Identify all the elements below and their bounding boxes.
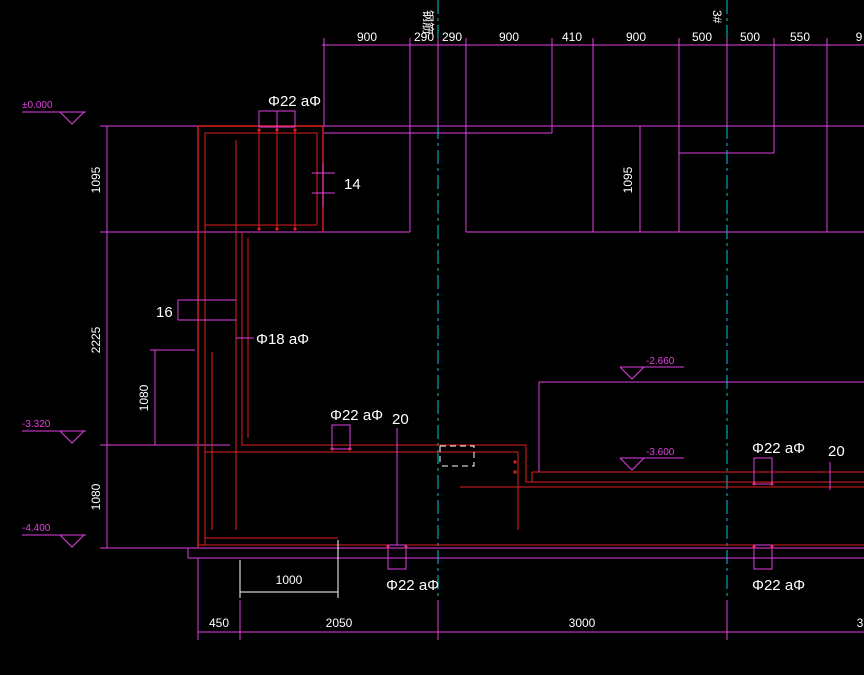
bottom-dim-3: 3000 <box>569 616 596 630</box>
rebar-label-wall: Φ18 aΦ <box>256 331 309 348</box>
count-label-20b: 20 <box>828 443 845 460</box>
mid-dim-1095: 1095 <box>621 166 635 193</box>
rebar-label-right: Φ22 aΦ <box>752 440 805 457</box>
count-label-14: 14 <box>344 176 361 193</box>
top-dim-8: 500 <box>740 30 760 44</box>
axis-lines <box>437 0 728 640</box>
construction-box <box>439 445 475 467</box>
top-dim-5: 410 <box>562 30 582 44</box>
top-dim-6: 900 <box>626 30 646 44</box>
top-dim-3: 290 <box>442 30 462 44</box>
top-dim-4: 900 <box>499 30 519 44</box>
top-dim-9: 550 <box>790 30 810 44</box>
top-dim-1: 900 <box>357 30 377 44</box>
bottom-dim-1: 450 <box>209 616 229 630</box>
rebar-label-top: Φ22 aΦ <box>268 93 321 110</box>
top-dimension-chain <box>322 38 864 126</box>
left-dim-2: 2225 <box>89 326 103 353</box>
bottom-dimension-chain <box>197 558 864 640</box>
level-markers <box>22 111 684 548</box>
lap-length-label: 1000 <box>276 573 303 587</box>
level-3320: -3.320 <box>22 419 51 430</box>
count-label-20a: 20 <box>392 411 409 428</box>
left-dim-3: 1080 <box>89 483 103 510</box>
rebar-label-bot1: Φ22 aΦ <box>386 577 439 594</box>
level-0000: ±0.000 <box>22 100 53 111</box>
rebar-label-bot2: Φ22 aΦ <box>752 577 805 594</box>
rebar-label-mid: Φ22 aΦ <box>330 407 383 424</box>
top-dim-2: 290 <box>414 30 434 44</box>
rebar-dots <box>257 128 774 549</box>
bottom-dim-2: 2050 <box>326 616 353 630</box>
level-4400: -4.400 <box>22 523 51 534</box>
left-dim-1: 1095 <box>89 166 103 193</box>
axis-label-1: 钢筋 <box>421 10 436 34</box>
top-dim-10: 9 <box>856 30 863 44</box>
level-3600: -3.600 <box>646 447 675 458</box>
left-dim-4: 1080 <box>137 384 151 411</box>
axis-label-2: 3# <box>710 10 724 24</box>
bottom-dim-4: 3 <box>857 616 864 630</box>
left-dimension-chain <box>100 125 641 548</box>
lap-length-dimension <box>239 540 339 598</box>
count-label-16: 16 <box>156 304 173 321</box>
top-dim-7: 500 <box>692 30 712 44</box>
callout-leaders <box>177 110 831 570</box>
level-2660: -2.660 <box>646 356 675 367</box>
structure-outline <box>100 125 864 559</box>
